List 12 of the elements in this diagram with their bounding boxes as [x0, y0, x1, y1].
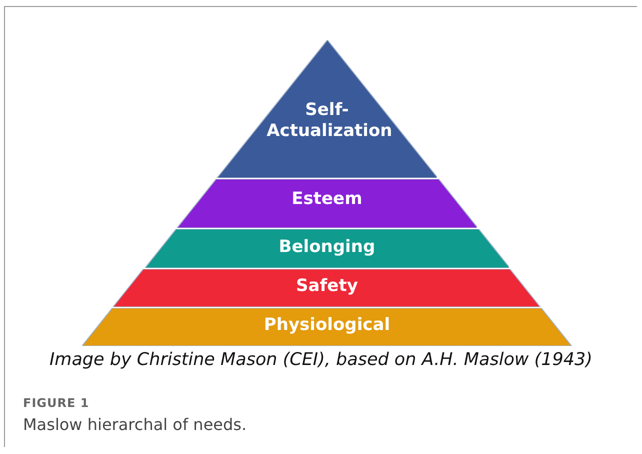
figure-number: FIGURE 1	[23, 396, 90, 410]
level-label: Physiological	[262, 315, 392, 336]
pyramid-level	[216, 40, 438, 178]
level-label: Belonging	[278, 237, 376, 258]
pyramid-level	[113, 269, 541, 307]
image-credit: Image by Christine Mason (CEI), based on A.H. Maslow (1943)	[48, 350, 594, 370]
pyramid-level	[82, 308, 572, 346]
pyramid-level	[144, 229, 510, 268]
figure-caption: Maslow hierarchal of needs.	[23, 415, 247, 434]
level-label: Safety	[295, 276, 359, 297]
pyramid-level	[176, 179, 478, 228]
level-label: Esteem	[290, 189, 364, 210]
